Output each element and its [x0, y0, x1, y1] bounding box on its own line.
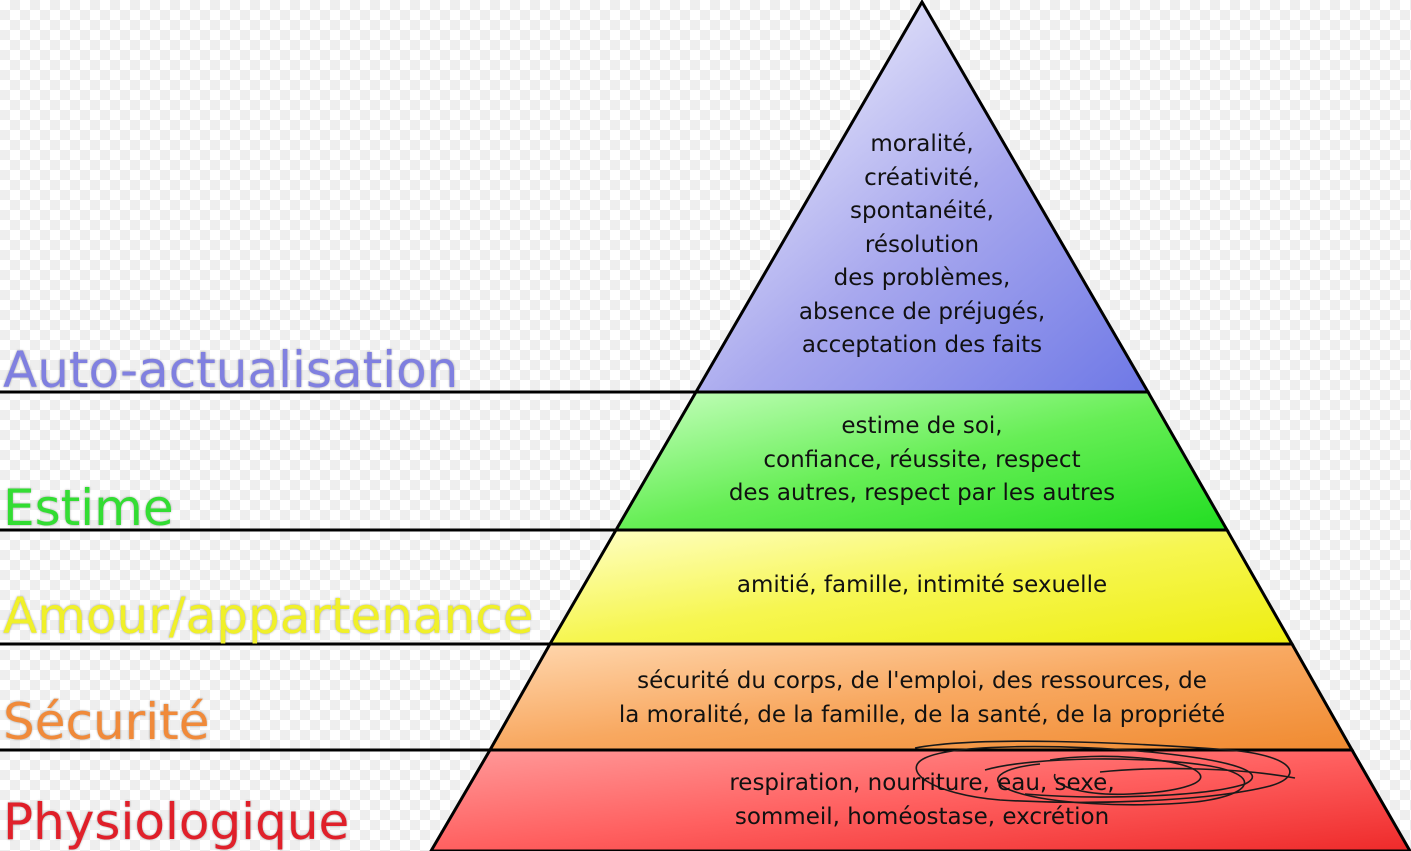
tier-text-line: résolution [864, 231, 980, 258]
level-label-auto-actualisation: Auto-actualisation [3, 341, 459, 399]
tier-text-line: spontanéité, [850, 198, 994, 224]
level-label-amour-appartenance: Amour/appartenance [3, 587, 534, 645]
tier-text-line: sommeil, homéostase, excrétion [734, 803, 1110, 830]
tier-text-amour-appartenance: amitié, famille, intimité sexuelle [672, 569, 1172, 603]
tier-text-line: absence de préjugés, [798, 298, 1046, 325]
tier-text-line: confiance, réussite, respect [763, 446, 1081, 473]
tier-physiologique [429, 748, 1411, 851]
tier-text-line: moralité, [870, 131, 974, 157]
tier-text-line: créativité, [864, 164, 980, 191]
level-label-physiologique: Physiologique [3, 793, 350, 851]
tier-text-physiologique: respiration, nourriture, eau, sexe, somm… [722, 767, 1122, 834]
tier-text-line: amitié, famille, intimité sexuelle [736, 572, 1108, 598]
tier-text-line: des autres, respect par les autres [728, 480, 1116, 506]
tier-text-line: estime de soi, [841, 413, 1003, 439]
tier-text-line: acceptation des faits [801, 332, 1043, 358]
tier-text-auto-actualisation: moralité, créativité, spontanéité, résol… [772, 128, 1072, 363]
tier-text-line: sécurité du corps, de l'emploi, des ress… [637, 668, 1207, 694]
tier-text-line: respiration, nourriture, eau, sexe, [729, 770, 1115, 796]
scribble-mark [914, 740, 1296, 806]
tier-text-securite: sécurité du corps, de l'emploi, des ress… [542, 665, 1302, 732]
tier-text-estime: estime de soi, confiance, réussite, resp… [672, 410, 1172, 511]
level-label-securite: Sécurité [3, 693, 210, 751]
level-label-estime: Estime [3, 479, 174, 537]
tier-text-line: des problèmes, [833, 265, 1011, 291]
tier-text-line: la moralité, de la famille, de la santé,… [618, 701, 1226, 728]
